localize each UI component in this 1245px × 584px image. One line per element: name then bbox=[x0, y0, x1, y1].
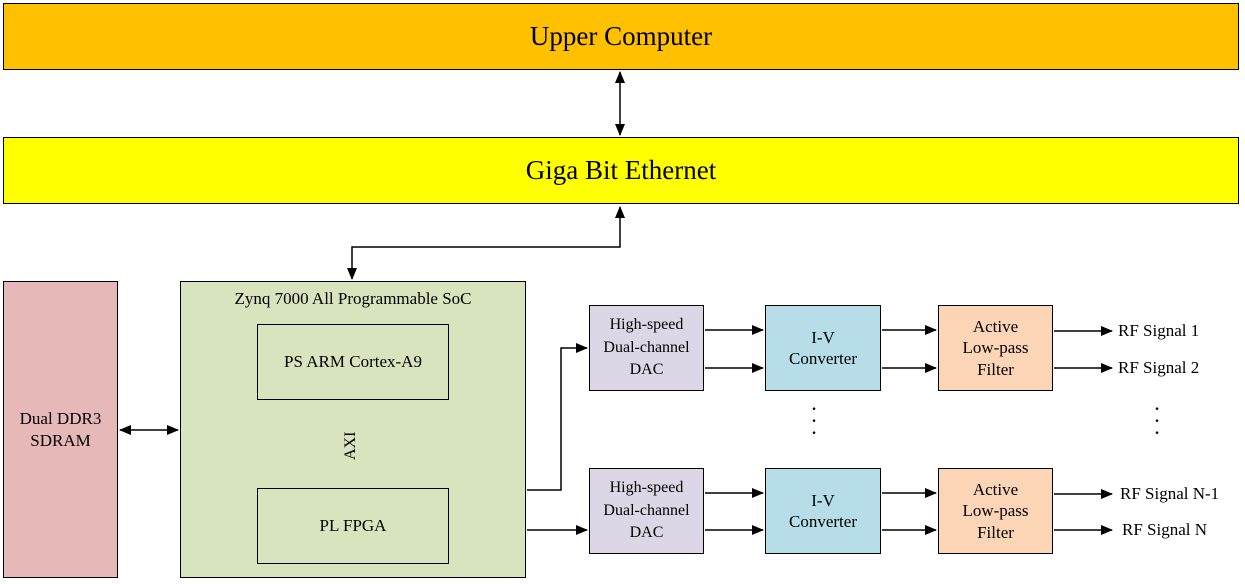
ddr-label-line1: Dual DDR3 bbox=[19, 409, 102, 429]
filter1-line2: Low-pass bbox=[962, 338, 1029, 358]
ethernet-block: Giga Bit Ethernet bbox=[3, 137, 1239, 204]
dac2-line2: Dual-channel bbox=[603, 501, 690, 519]
iv1-line2: Converter bbox=[789, 349, 857, 368]
filter2-line3: Filter bbox=[977, 522, 1014, 542]
dac2-line1: High-speed bbox=[609, 479, 684, 497]
dac1-line3: DAC bbox=[629, 361, 664, 379]
filter-block-2: Active Low-pass Filter bbox=[938, 468, 1053, 554]
ps-block: PS ARM Cortex-A9 bbox=[257, 324, 449, 400]
dac-block-2: High-speed Dual-channel DAC bbox=[589, 468, 704, 554]
upper-computer-label: Upper Computer bbox=[529, 21, 713, 51]
pl-block: PL FPGA bbox=[257, 488, 449, 564]
iv-converter-block-2: I-V Converter bbox=[765, 468, 881, 554]
pl-label: PL FPGA bbox=[319, 516, 387, 536]
rf-output-label: RF Signal N bbox=[1122, 520, 1208, 539]
ddr-block: Dual DDR3 SDRAM bbox=[3, 281, 118, 578]
dac1-line2: Dual-channel bbox=[603, 338, 690, 356]
channel-ellipsis: ··· bbox=[810, 396, 818, 445]
filter1-line3: Filter bbox=[977, 359, 1014, 379]
ddr-label-line2: SDRAM bbox=[30, 430, 91, 450]
soc-dac1-link bbox=[527, 343, 588, 491]
dac1-line1: High-speed bbox=[609, 316, 684, 334]
iv2-line2: Converter bbox=[789, 512, 857, 531]
ps-label: PS ARM Cortex-A9 bbox=[284, 352, 422, 372]
soc-title: Zynq 7000 All Programmable SoC bbox=[234, 289, 472, 308]
iv-converter-block-1: I-V Converter bbox=[765, 305, 881, 391]
rf-output-label: RF Signal 1 bbox=[1118, 321, 1200, 340]
rf-output-label: RF Signal N-1 bbox=[1120, 484, 1220, 503]
axi-label: AXI bbox=[342, 431, 359, 460]
output-ellipsis: ··· bbox=[1153, 396, 1161, 445]
filter2-line2: Low-pass bbox=[962, 501, 1029, 521]
filter2-line1: Active bbox=[972, 480, 1019, 500]
dac2-line3: DAC bbox=[629, 524, 664, 542]
filter1-line1: Active bbox=[972, 317, 1019, 337]
ethernet-label: Giga Bit Ethernet bbox=[525, 155, 717, 185]
iv2-line1: I-V bbox=[811, 490, 835, 510]
dac-block-1: High-speed Dual-channel DAC bbox=[589, 305, 704, 391]
iv1-line1: I-V bbox=[811, 327, 835, 347]
rf-output-label: RF Signal 2 bbox=[1118, 358, 1200, 377]
filter-block-1: Active Low-pass Filter bbox=[938, 305, 1053, 391]
ethernet-soc-link bbox=[347, 206, 625, 280]
upper-computer-block: Upper Computer bbox=[3, 3, 1239, 70]
